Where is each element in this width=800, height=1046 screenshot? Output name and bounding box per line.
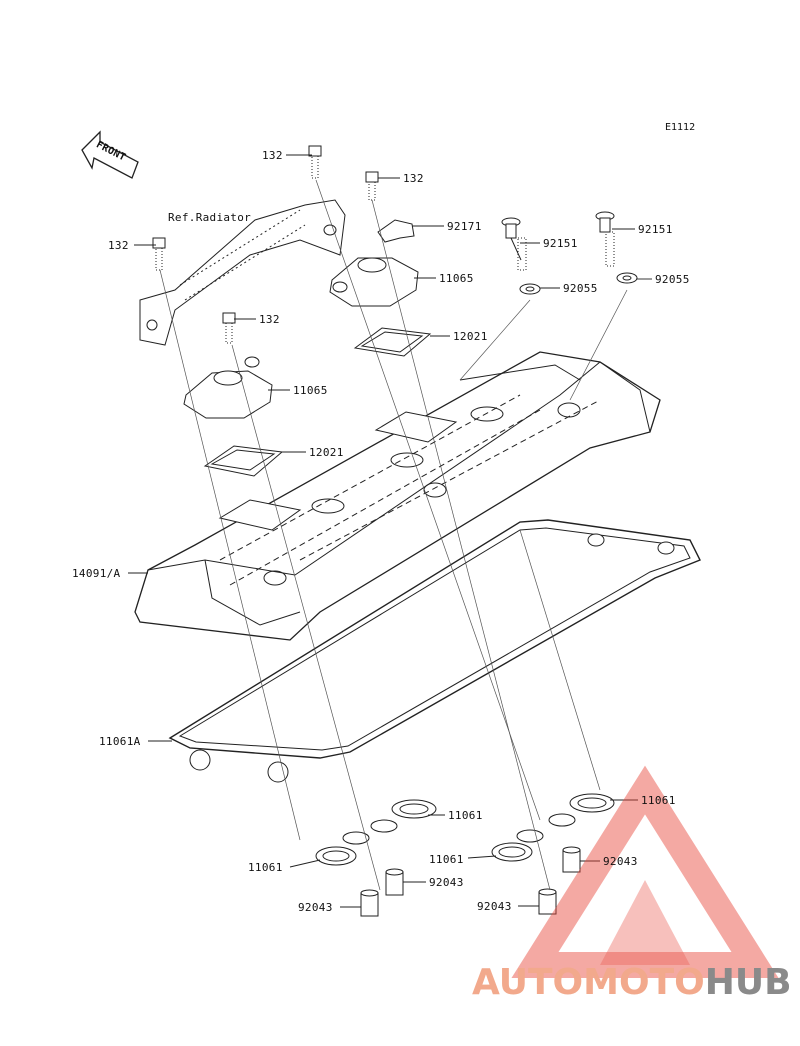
bolt-132-lower (222, 312, 236, 344)
dowel-92043-4 (562, 846, 581, 873)
bolt-92151-a (501, 217, 527, 271)
callout-132: 132 (262, 149, 283, 162)
callout-92171: 92171 (447, 220, 482, 233)
callout-92055: 92055 (563, 282, 598, 295)
callout-11061A: 11061A (99, 735, 141, 748)
gasket-11061-2 (370, 799, 437, 833)
callout-11061: 11061 (429, 853, 464, 866)
callout-14091A: 14091/A (72, 567, 121, 580)
cover-11065-upper (329, 257, 419, 307)
callout-92043: 92043 (298, 901, 333, 914)
callout-12021: 12021 (309, 446, 344, 459)
callout-92043: 92043 (429, 876, 464, 889)
clip-92171 (377, 219, 415, 243)
callout-11061: 11061 (641, 794, 676, 807)
callout-11061: 11061 (248, 861, 283, 874)
watermark-text: AUTOMOTOHUB (472, 962, 792, 1003)
ref-radiator-label: Ref.Radiator (168, 211, 252, 224)
reed-valve-12021-lower (203, 445, 284, 477)
callout-11065: 11065 (439, 272, 474, 285)
callout-132: 132 (259, 313, 280, 326)
callout-12021: 12021 (453, 330, 488, 343)
figure-code: E1112 (665, 122, 696, 133)
callout-11061: 11061 (448, 809, 483, 822)
watermark-part1: AUTOMOTO (472, 962, 705, 1003)
bolt-132-top (308, 145, 322, 179)
leader-lines (128, 154, 652, 908)
callout-132: 132 (108, 239, 129, 252)
projection-lines (159, 179, 628, 891)
gasket-11061A (168, 519, 701, 783)
bolt-132-mid (365, 171, 379, 201)
bolt-132-left (152, 237, 166, 271)
dowel-92043-3 (538, 888, 557, 915)
callout-92151: 92151 (638, 223, 673, 236)
washer-92055-b (616, 272, 638, 284)
callout-92043: 92043 (603, 855, 638, 868)
callout-92055: 92055 (655, 273, 690, 286)
radiator-bracket (139, 199, 346, 346)
callout-92151: 92151 (543, 237, 578, 250)
watermark-logo-icon (511, 765, 779, 978)
callout-92043: 92043 (477, 900, 512, 913)
gasket-11061-1 (315, 831, 370, 866)
watermark-part2: HUB (704, 962, 792, 1003)
reed-valve-12021-upper (353, 327, 432, 357)
front-arrow-icon (81, 130, 139, 179)
dowel-92043-2 (385, 868, 404, 896)
dowel-92043-1 (360, 889, 379, 917)
washer-92055-a (519, 283, 541, 295)
gasket-11061-4 (548, 793, 615, 827)
cover-11065-lower (183, 356, 273, 419)
callout-132: 132 (403, 172, 424, 185)
bolt-92151-b (595, 211, 615, 267)
gasket-11061-3 (491, 829, 544, 862)
callout-11065: 11065 (293, 384, 328, 397)
